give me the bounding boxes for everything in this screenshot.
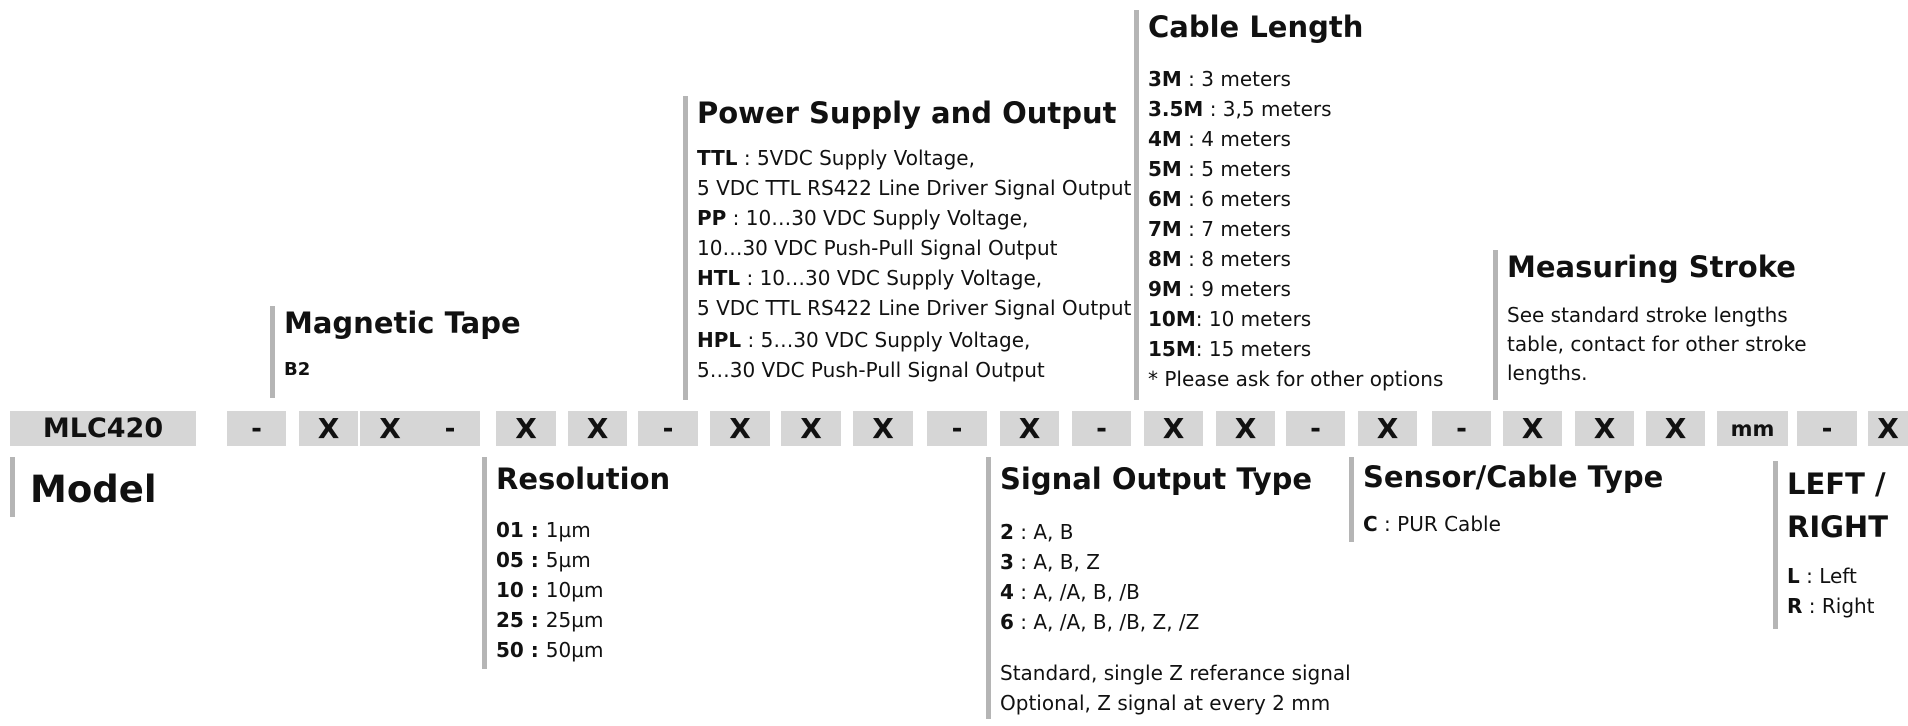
left-right-section: LEFT / RIGHT L : Left R : Right: [1773, 461, 1905, 629]
signal-output-item: 3 : A, B, Z: [1000, 550, 1100, 574]
magnetic-tape-code: B2: [284, 359, 311, 380]
power-supply-code: HPL: [697, 328, 742, 352]
cable-length-item: 7M : 7 meters: [1148, 217, 1291, 241]
resolution-title: Resolution: [496, 462, 671, 496]
power-supply-title: Power Supply and Output: [697, 96, 1117, 130]
signal-output-section: Signal Output Type 2 : A, B 3 : A, B, Z …: [986, 457, 1351, 719]
code-separator: -: [420, 411, 480, 446]
signal-output-note: Standard, single Z referance signal: [1000, 661, 1351, 685]
resolution-item: 10 : 10µm: [496, 578, 604, 602]
code-model: MLC420: [10, 411, 196, 446]
signal-output-notes: Standard, single Z referance signal Opti…: [1000, 658, 1351, 718]
power-supply-code: HTL: [697, 266, 741, 290]
code-placeholder-x: X: [1868, 411, 1908, 446]
cable-length-item: 5M : 5 meters: [1148, 157, 1291, 181]
code-separator: -: [1797, 411, 1857, 446]
code-placeholder-x: X: [568, 411, 627, 446]
power-supply-section: Power Supply and Output TTL : 5VDC Suppl…: [683, 96, 1132, 400]
power-supply-sep: :: [737, 146, 757, 170]
cable-length-title: Cable Length: [1148, 10, 1364, 44]
model-section: Model: [10, 457, 157, 517]
resolution-item: 01 : 1µm: [496, 518, 591, 542]
cable-length-item: 3.5M : 3,5 meters: [1148, 97, 1332, 121]
measuring-stroke-section: Measuring Stroke See standard stroke len…: [1493, 250, 1823, 400]
code-placeholder-x: X: [299, 411, 358, 446]
sensor-cable-item: C : PUR Cable: [1363, 512, 1501, 536]
cable-length-item: 9M : 9 meters: [1148, 277, 1291, 301]
power-supply-line1: 5VDC Supply Voltage,: [756, 146, 975, 170]
code-placeholder-x: X: [1216, 411, 1275, 446]
code-placeholder-x: X: [1000, 411, 1059, 446]
resolution-item: 50 : 50µm: [496, 638, 604, 662]
code-placeholder-x: X: [781, 411, 841, 446]
cable-length-item: 15M: 15 meters: [1148, 337, 1312, 361]
signal-output-item: 2 : A, B: [1000, 520, 1074, 544]
sensor-cable-title: Sensor/Cable Type: [1363, 460, 1664, 494]
measuring-stroke-title: Measuring Stroke: [1507, 250, 1796, 284]
left-right-item: L : Left: [1787, 564, 1857, 588]
power-supply-line2: 10…30 VDC Push-Pull Signal Output: [697, 236, 1058, 260]
left-right-list: L : Left R : Right: [1787, 561, 1905, 621]
sensor-cable-section: Sensor/Cable Type C : PUR Cable: [1349, 457, 1664, 542]
magnetic-tape-section: Magnetic Tape B2: [270, 306, 521, 398]
measuring-stroke-text: See standard stroke lengths table, conta…: [1507, 303, 1807, 385]
code-placeholder-x: X: [1575, 411, 1634, 446]
code-separator: -: [227, 411, 286, 446]
power-supply-line2: 5 VDC TTL RS422 Line Driver Signal Outpu…: [697, 296, 1132, 320]
model-title: Model: [30, 468, 157, 511]
power-supply-line2: 5…30 VDC Push-Pull Signal Output: [697, 358, 1045, 382]
power-supply-code: TTL: [697, 146, 738, 170]
power-supply-item: HTL : 10…30 VDC Supply Voltage, 5 VDC TT…: [697, 263, 1132, 323]
code-separator: -: [638, 411, 698, 446]
resolution-item: 05 : 5µm: [496, 548, 591, 572]
power-supply-sep: :: [740, 266, 760, 290]
code-separator: -: [1286, 411, 1345, 446]
cable-length-item: 10M: 10 meters: [1148, 307, 1312, 331]
cable-length-note: * Please ask for other options: [1148, 367, 1444, 391]
power-supply-list: TTL : 5VDC Supply Voltage, 5 VDC TTL RS4…: [697, 143, 1132, 385]
resolution-section: Resolution 01 : 1µm 05 : 5µm 10 : 10µm 2…: [482, 457, 722, 669]
left-right-title-line2: RIGHT: [1787, 510, 1888, 544]
cable-length-item: 3M : 3 meters: [1148, 67, 1291, 91]
code-placeholder-x: X: [1503, 411, 1562, 446]
code-placeholder-x: X: [1144, 411, 1203, 446]
signal-output-item: 4 : A, /A, B, /B: [1000, 580, 1140, 604]
code-placeholder-x: X: [1358, 411, 1417, 446]
cable-length-item: 8M : 8 meters: [1148, 247, 1291, 271]
cable-length-item: 4M : 4 meters: [1148, 127, 1291, 151]
code-separator: -: [927, 411, 987, 446]
power-supply-sep: :: [741, 328, 761, 352]
resolution-list: 01 : 1µm 05 : 5µm 10 : 10µm 25 : 25µm 50…: [496, 515, 722, 665]
code-placeholder-x: X: [496, 411, 556, 446]
code-placeholder-x: X: [1646, 411, 1705, 446]
left-right-title-line1: LEFT /: [1787, 467, 1886, 501]
code-separator: -: [1072, 411, 1131, 446]
cable-length-item: 6M : 6 meters: [1148, 187, 1291, 211]
signal-output-list: 2 : A, B 3 : A, B, Z 4 : A, /A, B, /B 6 …: [1000, 517, 1346, 637]
code-placeholder-x: X: [710, 411, 770, 446]
left-right-item: R : Right: [1787, 594, 1875, 618]
power-supply-line1: 10…30 VDC Supply Voltage,: [745, 206, 1029, 230]
resolution-item: 25 : 25µm: [496, 608, 604, 632]
power-supply-item: PP : 10…30 VDC Supply Voltage, 10…30 VDC…: [697, 203, 1123, 263]
power-supply-item: TTL : 5VDC Supply Voltage, 5 VDC TTL RS4…: [697, 143, 1132, 203]
power-supply-line1: 5…30 VDC Supply Voltage,: [760, 328, 1031, 352]
code-placeholder-x: X: [853, 411, 913, 446]
magnetic-tape-title: Magnetic Tape: [284, 306, 521, 340]
power-supply-item: HPL : 5…30 VDC Supply Voltage, 5…30 VDC …: [697, 325, 1123, 385]
cable-length-list: 3M : 3 meters 3.5M : 3,5 meters 4M : 4 m…: [1148, 64, 1464, 394]
power-supply-code: PP: [697, 206, 727, 230]
left-right-title: LEFT / RIGHT: [1787, 463, 1905, 549]
power-supply-sep: :: [726, 206, 746, 230]
signal-output-note: Optional, Z signal at every 2 mm: [1000, 691, 1331, 715]
code-placeholder-x: X: [360, 411, 420, 446]
power-supply-line1: 10…30 VDC Supply Voltage,: [759, 266, 1043, 290]
code-separator: -: [1432, 411, 1491, 446]
signal-output-title: Signal Output Type: [1000, 462, 1313, 496]
power-supply-line2: 5 VDC TTL RS422 Line Driver Signal Outpu…: [697, 176, 1132, 200]
code-unit-mm: mm: [1717, 411, 1788, 446]
signal-output-item: 6 : A, /A, B, /B, Z, /Z: [1000, 610, 1200, 634]
cable-length-section: Cable Length 3M : 3 meters 3.5M : 3,5 me…: [1134, 10, 1464, 400]
